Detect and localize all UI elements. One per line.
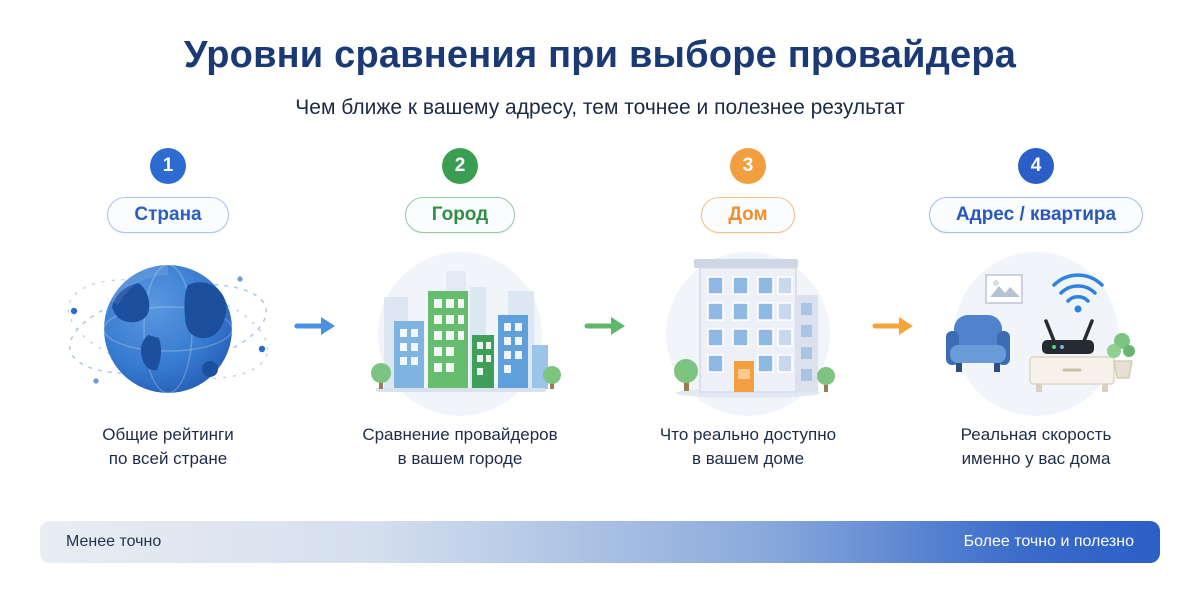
step-label: Адрес / квартира: [955, 204, 1117, 225]
apartment-building-icon: [666, 252, 835, 416]
step-number-badge: 1: [150, 148, 186, 184]
arrow-icon: [584, 317, 625, 335]
globe-illustration: [43, 239, 293, 419]
caption-line: в вашем городе: [397, 448, 523, 468]
home-interior-icon: [946, 252, 1135, 416]
caption-line: Что реально доступно: [659, 425, 837, 444]
step-number-badge: 4: [1018, 148, 1054, 184]
arrow-icon: [872, 317, 913, 335]
step-label-pill: Город: [404, 197, 516, 233]
step-number-badge: 3: [730, 148, 766, 184]
steps-row: 1 Страна: [0, 148, 1200, 488]
footer-left-label: Менее точно: [66, 533, 162, 550]
step-label: Город: [431, 204, 489, 225]
arrow-icon: [294, 317, 335, 335]
step-label: Дом: [728, 204, 768, 225]
home-interior-illustration: [911, 239, 1161, 419]
step-city: 2 Город: [335, 148, 585, 471]
step-caption: Общие рейтинги по всей стране: [43, 423, 293, 471]
page-subtitle: Чем ближе к вашему адресу, тем точнее и …: [295, 96, 905, 119]
arrow-right-icon: [584, 313, 628, 339]
plant-icon: [1107, 333, 1135, 379]
accuracy-gradient-bar: Менее точно Более точно и полезно: [40, 521, 1160, 563]
caption-line: по всей стране: [108, 448, 228, 468]
globe-icon: [67, 264, 269, 394]
caption-line: Общие рейтинги: [102, 425, 234, 444]
step-caption: Сравнение провайдеров в вашем городе: [335, 423, 585, 471]
caption-line: именно у вас дома: [961, 448, 1111, 468]
step-caption: Что реально доступно в вашем доме: [623, 423, 873, 471]
city-illustration: [335, 239, 585, 419]
footer-right-label: Более точно и полезно: [963, 533, 1134, 550]
step-country: 1 Страна: [43, 148, 293, 471]
step-caption: Реальная скорость именно у вас дома: [911, 423, 1161, 471]
step-address: 4 Адрес / квартира: [911, 148, 1161, 471]
step-house: 3 Дом: [623, 148, 873, 471]
caption-line: Сравнение провайдеров: [362, 425, 558, 444]
step-label-pill: Дом: [701, 197, 795, 233]
wifi-icon: [1052, 273, 1104, 303]
step-label-pill: Страна: [107, 197, 229, 233]
step-label: Страна: [134, 204, 202, 225]
apartment-illustration: [623, 239, 873, 419]
arrow-right-icon: [294, 313, 338, 339]
router-icon: [1042, 319, 1094, 354]
caption-line: Реальная скорость: [960, 425, 1112, 444]
step-number-badge: 2: [442, 148, 478, 184]
step-label-pill: Адрес / квартира: [928, 197, 1144, 233]
arrow-right-icon: [872, 313, 916, 339]
city-icon: [371, 252, 561, 416]
page-title: Уровни сравнения при выборе провайдера: [183, 34, 1017, 76]
caption-line: в вашем доме: [691, 448, 805, 468]
